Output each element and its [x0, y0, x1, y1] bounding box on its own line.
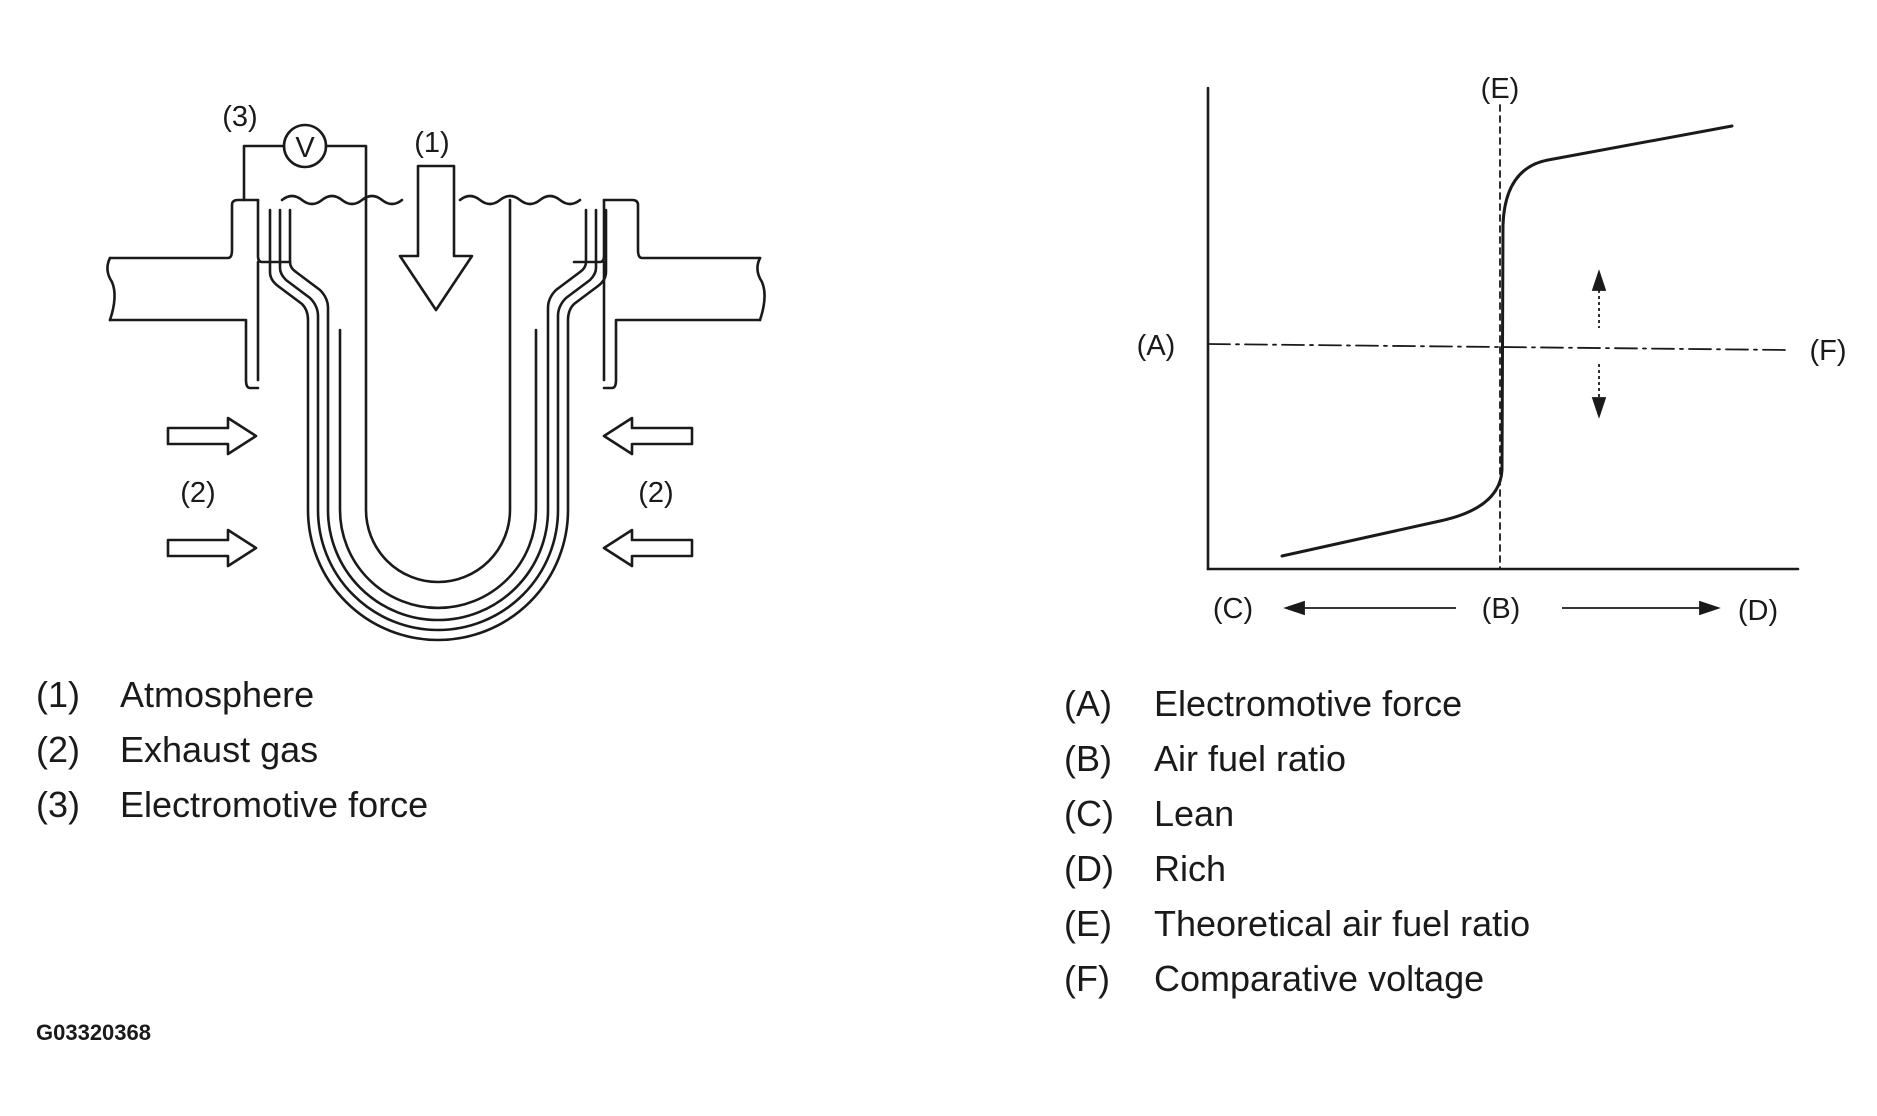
sensor-element-layer3 — [288, 208, 588, 622]
legend-letter: (F) — [1064, 957, 1110, 999]
legend-item: (1) Atmosphere — [36, 667, 428, 722]
voltage-swing-arrow — [1591, 269, 1607, 419]
exhaust-arrow-left-top — [166, 416, 258, 456]
chart-label-d: (D) — [1738, 595, 1778, 627]
pipe-wall-right — [602, 198, 762, 390]
legend-text: Air fuel ratio — [1154, 737, 1347, 779]
legend-text: Exhaust gas — [120, 728, 319, 770]
voltmeter-symbol — [282, 123, 328, 169]
legend-letter: (B) — [1064, 737, 1112, 779]
sensor-element-outer — [268, 208, 608, 642]
legend-item: (E) Theoretical air fuel ratio — [1064, 896, 1530, 951]
sensor-element-layer2 — [278, 208, 598, 632]
legend-letter: (C) — [1064, 792, 1114, 834]
legend-letter: (E) — [1064, 902, 1112, 944]
legend-item: (B) Air fuel ratio — [1064, 731, 1530, 786]
legend-number: (3) — [36, 783, 80, 825]
callout-voltage: (3) — [222, 101, 257, 133]
figure-id: G03320368 — [36, 1020, 151, 1045]
chart-label-a: (A) — [1137, 330, 1176, 362]
sensor-element-layer4 — [338, 328, 538, 610]
legend-item: (D) Rich — [1064, 841, 1530, 896]
legend-text: Electromotive force — [1154, 682, 1463, 724]
callout-atmosphere: (1) — [414, 127, 449, 159]
sensor-top-break — [280, 194, 582, 206]
chart-label-b: (B) — [1482, 593, 1521, 625]
legend-item: (3) Electromotive force — [36, 777, 428, 832]
legend-item: (2) Exhaust gas — [36, 722, 428, 777]
pipe-break-right — [756, 256, 766, 322]
sensor-output-curve — [1280, 124, 1734, 558]
legend-number: (2) — [36, 728, 80, 770]
sensor-legend: (1) Atmosphere (2) Exhaust gas (3) Electrom… — [36, 667, 428, 832]
chart-label-f: (F) — [1809, 335, 1846, 367]
legend-text: Theoretical air fuel ratio — [1154, 902, 1531, 944]
rich-direction-arrow — [1562, 600, 1721, 616]
pipe-break-left — [106, 256, 116, 322]
atmosphere-arrow — [398, 164, 474, 312]
legend-text: Comparative voltage — [1154, 957, 1485, 999]
chart-legend: (A) Electromotive force (B) Air fuel ratio… — [1064, 676, 1530, 1006]
legend-letter: (A) — [1064, 682, 1112, 724]
legend-number: (1) — [36, 673, 80, 715]
sensor-inner-chamber — [364, 198, 512, 584]
legend-text: Lean — [1154, 792, 1235, 834]
exhaust-arrow-left-bottom — [166, 528, 258, 568]
exhaust-arrow-right-top — [602, 416, 694, 456]
output-chart — [1206, 86, 1800, 571]
legend-text: Rich — [1154, 847, 1227, 889]
legend-item: (A) Electromotive force — [1064, 676, 1530, 731]
voltmeter-label: V — [295, 132, 315, 164]
comparative-voltage-line — [1207, 343, 1789, 351]
legend-text: Electromotive force — [120, 783, 429, 825]
legend-text: Atmosphere — [120, 673, 315, 715]
sensor-cross-section — [106, 123, 766, 642]
callout-exhaust-right: (2) — [638, 477, 673, 509]
voltage-circuit-wire — [242, 144, 368, 202]
chart-label-e: (E) — [1481, 73, 1520, 105]
legend-letter: (D) — [1064, 847, 1114, 889]
pipe-wall-left — [108, 198, 260, 390]
legend-item: (F) Comparative voltage — [1064, 951, 1530, 1006]
legend-item: (C) Lean — [1064, 786, 1530, 841]
lean-direction-arrow — [1283, 600, 1456, 616]
chart-label-c: (C) — [1213, 593, 1253, 625]
callout-exhaust-left: (2) — [180, 477, 215, 509]
exhaust-arrow-right-bottom — [602, 528, 694, 568]
